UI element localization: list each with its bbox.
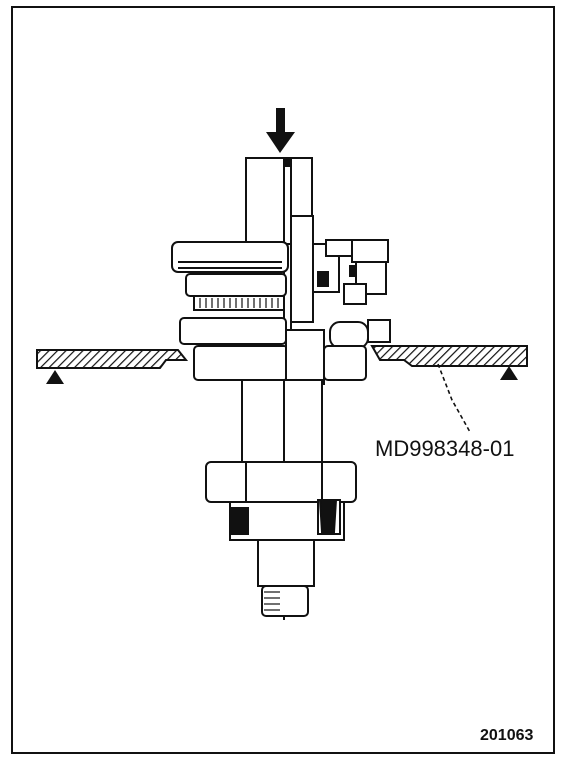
shaft-lower [205,379,357,620]
tool-callout-label: MD998348-01 [375,436,515,461]
support-plate-left [36,349,189,369]
callout-leader [437,363,471,433]
support-plate-right [370,345,528,367]
triangle-support-icon [46,370,64,384]
synchronizer-assembly [290,215,391,349]
gear-upper [171,241,289,311]
figure-number: 201063 [480,727,534,744]
hub-middle [179,317,367,385]
down-arrow-icon [266,108,295,153]
triangle-support-icon-right [500,366,518,380]
